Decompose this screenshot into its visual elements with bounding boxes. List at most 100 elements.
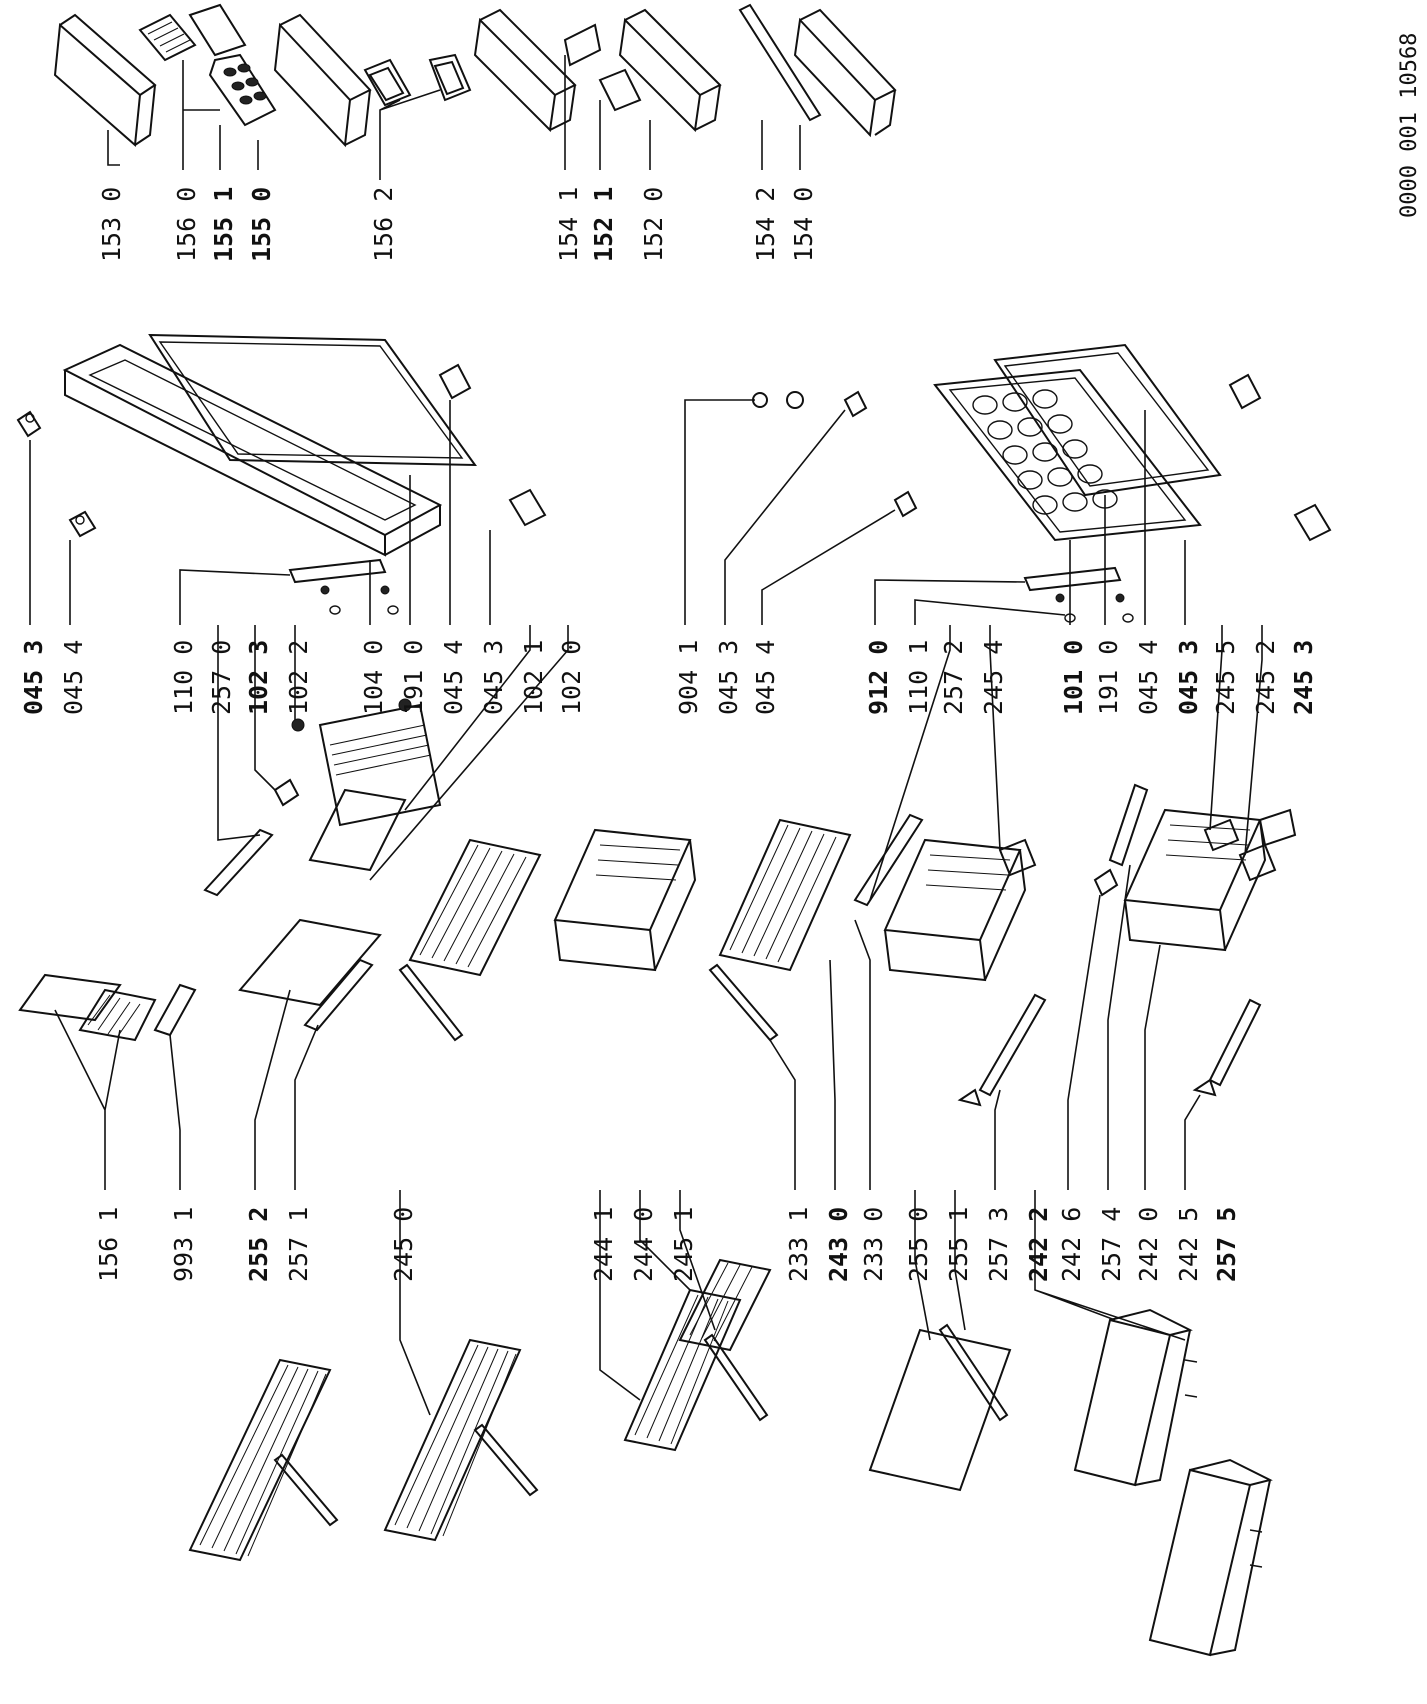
callout-904-1: 904 1 <box>674 640 703 715</box>
callout-242-6: 242 6 <box>1057 1207 1086 1282</box>
callout-257-3: 257 3 <box>984 1207 1013 1282</box>
part-245-0-grille <box>383 1338 539 1542</box>
part-242-5-rail <box>1208 998 1262 1087</box>
callout-156-2: 156 2 <box>369 187 398 262</box>
callout-245-4: 245 4 <box>979 640 1008 715</box>
part-245-1-rail <box>398 963 464 1042</box>
callout-102-1: 102 1 <box>519 640 548 715</box>
part-153-0-door-bin <box>53 13 157 148</box>
part-045-4-hinge-top <box>68 510 97 538</box>
callout-045-3-b: 045 3 <box>479 640 508 715</box>
callout-245-3: 245 3 <box>1289 640 1318 715</box>
callout-257-0: 257 0 <box>207 640 236 715</box>
part-244-1-grille <box>623 1288 742 1452</box>
callout-191-0-b: 191 0 <box>1094 640 1123 715</box>
part-257-1-rail <box>303 958 374 1032</box>
part-255-1-glass-trim <box>938 1323 1009 1422</box>
callout-255-0: 255 0 <box>904 1207 933 1282</box>
callout-242-2: 242 2 <box>1024 1207 1053 1282</box>
callout-156-0: 156 0 <box>172 187 201 262</box>
callout-labels: 153 0 156 0 155 1 155 0 156 2 154 1 152 … <box>19 33 1422 1282</box>
part-155-0-door-bin <box>273 13 372 148</box>
part-257-5-clip <box>1192 1078 1217 1097</box>
part-102-0-crisper <box>318 703 442 827</box>
callout-255-1: 255 1 <box>944 1207 973 1282</box>
callout-244-0: 244 0 <box>629 1207 658 1282</box>
callout-155-0: 155 0 <box>247 187 276 262</box>
callout-155-1: 155 1 <box>209 187 238 262</box>
callout-244-1: 244 1 <box>589 1207 618 1282</box>
part-045-4-hinge-mid <box>893 490 918 518</box>
callout-243-0: 243 0 <box>824 1207 853 1282</box>
part-257-2-rail <box>853 813 924 907</box>
callout-233-0: 233 0 <box>859 1207 888 1282</box>
callout-110-0: 110 0 <box>169 640 198 715</box>
callout-152-1: 152 1 <box>589 187 618 262</box>
part-152-0-door-bin-upper <box>473 8 577 133</box>
part-045-4-hinge <box>438 363 472 400</box>
part-233-0-freezer-drawer-upper <box>553 828 697 972</box>
callout-245-1: 245 1 <box>669 1207 698 1282</box>
part-045-3-hinge-top <box>16 410 42 438</box>
part-257-0-rail <box>203 828 274 897</box>
part-110-1-handle <box>1023 566 1134 623</box>
part-045-4-hinge-low <box>1228 373 1262 410</box>
callout-045-4-c: 045 4 <box>751 640 780 715</box>
part-233-1-wire-shelf <box>718 818 852 972</box>
callout-154-1: 154 1 <box>554 187 583 262</box>
callout-045-4-b: 045 4 <box>439 640 468 715</box>
part-243-0-wire-shelf-upper <box>408 838 542 977</box>
part-191-0-door-gasket <box>148 333 477 467</box>
callout-233-1: 233 1 <box>784 1207 813 1282</box>
callout-045-4-a: 045 4 <box>59 640 88 715</box>
part-255-0-glass-plate <box>868 1328 1012 1492</box>
part-102-2-control <box>291 698 412 732</box>
part-045-3-hinge <box>508 488 547 527</box>
callout-245-5: 245 5 <box>1211 640 1240 715</box>
callout-257-5: 257 5 <box>1212 1207 1241 1282</box>
callout-101-0: 101 0 <box>1059 640 1088 715</box>
part-245-0-grille-upper <box>188 1358 339 1562</box>
part-245-2-flap <box>1238 843 1277 882</box>
document-id: 0000 001 10568 <box>1397 33 1422 218</box>
part-904-1-plug <box>752 391 804 409</box>
part-156-0-egg-tray-group <box>138 3 277 127</box>
callout-153-0: 153 0 <box>97 187 126 262</box>
part-245-4-flap <box>998 838 1037 877</box>
part-154-1-clip <box>563 23 602 67</box>
part-245-5-flap <box>1203 818 1240 852</box>
leader-lines <box>29 55 1263 1416</box>
callout-993-1: 993 1 <box>169 1207 198 1282</box>
callout-242-0: 242 0 <box>1134 1207 1163 1282</box>
part-152-1-small-bin <box>598 68 642 112</box>
part-242-0-freezer-drawer-lower <box>1123 808 1267 952</box>
part-242-6-clip <box>1093 868 1119 897</box>
callout-912-0: 912 0 <box>864 640 893 715</box>
part-156-1-egg-tray <box>18 973 157 1042</box>
callout-257-4: 257 4 <box>1097 1207 1126 1282</box>
callout-255-2: 255 2 <box>244 1207 273 1282</box>
callout-045-4-d: 045 4 <box>1134 640 1163 715</box>
callout-102-2: 102 2 <box>284 640 313 715</box>
part-255-2-glass-shelf <box>238 918 382 1007</box>
callout-156-1: 156 1 <box>94 1207 123 1282</box>
part-104-0-fridge-door <box>62 343 443 557</box>
part-243-0-rail <box>708 963 779 1042</box>
callout-154-2: 154 2 <box>751 187 780 262</box>
callout-045-3-c: 045 3 <box>714 640 743 715</box>
callout-257-1: 257 1 <box>284 1207 313 1282</box>
part-152-0-door-bin <box>618 8 722 133</box>
part-242-2-basket <box>1073 1308 1198 1487</box>
part-045-3-hinge-mid <box>843 390 868 418</box>
part-045-3-hinge-low <box>1293 503 1332 542</box>
part-191-0-freezer-gasket <box>993 343 1222 497</box>
callout-104-0: 104 0 <box>359 640 388 715</box>
callout-191-0-a: 191 0 <box>399 640 428 715</box>
part-101-0-freezer-door <box>933 368 1202 542</box>
part-242-2-basket-lower <box>1148 1458 1273 1657</box>
callout-102-3: 102 3 <box>244 640 273 715</box>
part-156-2-butter-dishes <box>363 53 472 107</box>
part-102-1-crisper-lid <box>308 788 407 872</box>
callout-245-2: 245 2 <box>1251 640 1280 715</box>
